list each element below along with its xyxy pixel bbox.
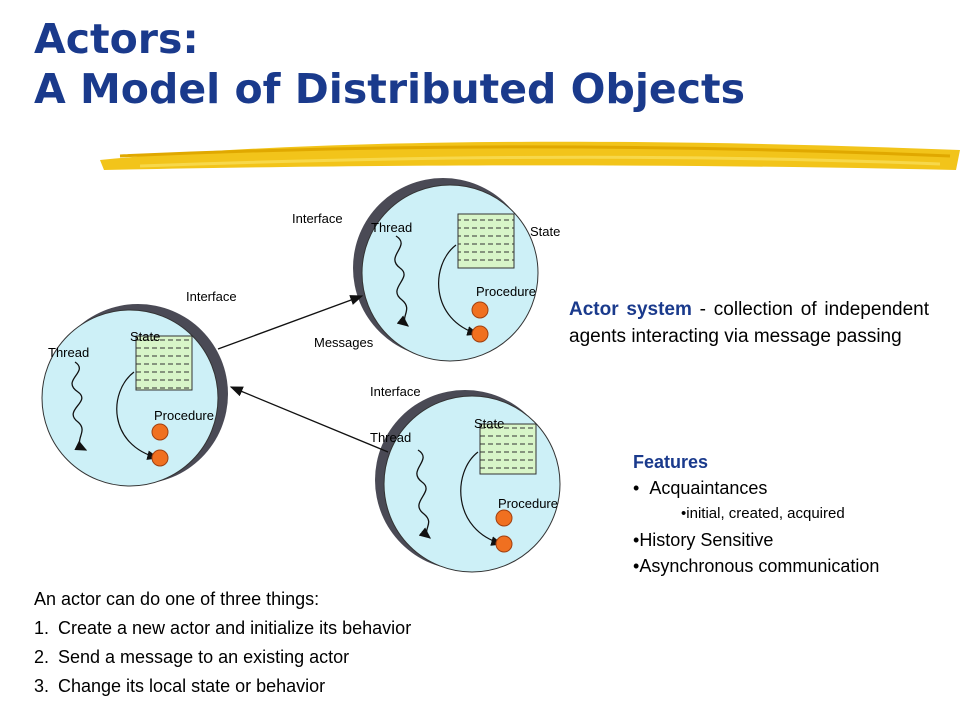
list-item: 2.Send a message to an existing actor [34,647,350,667]
feature-item: •Asynchronous communication [633,556,880,576]
capabilities-intro: An actor can do one of three things: [34,589,320,609]
features-heading: Features [633,452,709,472]
state-box [135,335,193,391]
procedure-label: Procedure [498,496,558,511]
actor-system-text: - collection of independent agents inter… [569,299,929,347]
procedure-dot [471,301,489,319]
state-box [457,213,515,269]
highlight-stripe [100,141,960,170]
actor-capabilities: An actor can do one of three things: 1.C… [34,585,574,701]
procedure-dot [151,449,169,467]
thread-arrow [416,449,432,539]
interface-label: Interface [186,289,237,304]
message-arrow-to-left [229,386,389,453]
actor-system-description: Actor system - collection of independent… [569,296,929,350]
state-label: State [130,329,160,344]
feature-item: •History Sensitive [633,530,774,550]
thread-label: Thread [371,220,412,235]
list-item: 1.Create a new actor and initialize its … [34,618,412,638]
state-box [479,423,537,475]
thread-arrow [71,361,88,451]
interface-label: Interface [370,384,421,399]
title-line-1: Actors: [34,15,199,63]
procedure-dot [495,535,513,553]
procedure-dot [471,325,489,343]
thread-arrow [394,235,410,327]
state-label: State [474,416,504,431]
actor-top: Thread State Procedure Interface [292,178,560,362]
thread-label: Thread [370,430,411,445]
feature-item: • Acquaintances [633,478,768,498]
actor-system-term: Actor system [569,299,692,320]
thread-label: Thread [48,345,89,360]
message-arrow-to-top [217,295,364,350]
slide-title: Actors: A Model of Distributed Objects [34,14,745,114]
interface-label: Interface [292,211,343,226]
feature-subitem: •initial, created, acquired [681,505,845,522]
actor-left: Thread State Procedure [41,304,228,487]
features-list: Features • Acquaintances •initial, creat… [633,449,953,579]
actor-bottom: Thread State Procedure Interface [370,384,561,573]
procedure-arrow [460,451,504,546]
procedure-dot [495,509,513,527]
procedure-arrow [116,371,160,460]
procedure-label: Procedure [476,284,536,299]
list-item: 3.Change its local state or behavior [34,676,326,696]
procedure-label: Procedure [154,408,214,423]
state-label: State [530,224,560,239]
procedure-dot [151,423,169,441]
messages-label: Messages [314,335,374,350]
procedure-arrow [438,244,480,336]
title-line-2: A Model of Distributed Objects [34,65,746,113]
